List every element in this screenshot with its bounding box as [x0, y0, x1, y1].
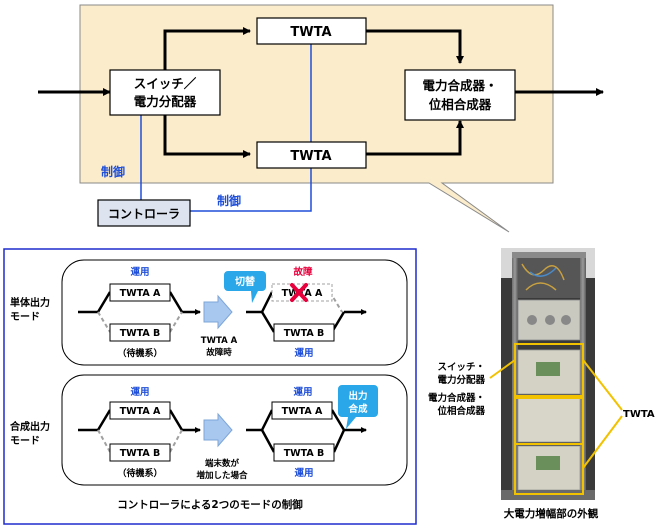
output-callout-line1: 出力	[348, 390, 367, 402]
single-condition-line1: TWTA A	[201, 336, 238, 346]
combiner-box: 電力合成器・ 位相合成器	[404, 69, 516, 121]
photo-label-switch-line1: スイッチ・	[437, 362, 485, 373]
combined-before-twta-b: TWTA B	[120, 448, 161, 459]
combined-mode-label-line2: モード	[10, 435, 40, 447]
photo-caption: 大電力増幅部の外観	[504, 507, 599, 520]
photo-leaders	[489, 359, 623, 469]
control-lines	[140, 44, 312, 212]
single-before-twta-a: TWTA A	[120, 288, 161, 299]
twta-lower-box: TWTA	[256, 141, 367, 169]
fault-x-icon	[290, 283, 308, 302]
controller-box: コントローラ	[97, 199, 191, 227]
combined-condition-line1: 端末数が	[205, 458, 240, 469]
combined-condition-line2: 増加した場合	[196, 470, 248, 481]
twta-lower-label: TWTA	[290, 149, 331, 164]
switch-callout: 切替	[224, 271, 266, 303]
photo-label-combiner-line2: 位相合成器	[437, 405, 485, 417]
combined-before-active: 運用	[130, 387, 149, 398]
switch-divider-line2: 電力分配器	[134, 94, 197, 109]
twta-upper-box: TWTA	[256, 17, 367, 45]
controller-label: コントローラ	[108, 207, 180, 221]
photo-label-switch-line2: 電力分配器	[437, 374, 485, 386]
control-label-left: 制御	[101, 164, 125, 179]
single-before-twta-b: TWTA B	[120, 328, 161, 339]
panel-background	[79, 4, 554, 233]
control-label-right: 制御	[217, 193, 241, 208]
combined-mode-label-line1: 合成出力	[9, 420, 50, 433]
single-after-twta-b: TWTA B	[284, 328, 325, 339]
switch-divider-box: スイッチ／ 電力分配器	[109, 69, 221, 116]
single-standby: （待機系）	[117, 347, 162, 359]
twta-upper-label: TWTA	[290, 25, 331, 40]
photo-label-combiner-line1: 電力合成器・	[428, 392, 485, 404]
single-mode-label-line2: モード	[10, 311, 40, 323]
combined-before-twta-a: TWTA A	[120, 406, 161, 417]
combiner-line1: 電力合成器・	[422, 78, 497, 93]
switch-divider-line1: スイッチ／	[134, 76, 197, 91]
photo-label-twta: TWTA	[623, 409, 655, 420]
combined-after-active-top: 運用	[293, 387, 312, 398]
signal-lines	[38, 27, 604, 158]
combiner-line2: 位相合成器	[429, 97, 492, 112]
equipment-photo	[501, 248, 595, 500]
combined-after-twta-b: TWTA B	[284, 448, 325, 459]
single-fault-label: 故障	[293, 266, 313, 278]
single-mode-section: 単体出力 モード 運用 TWTA A TWTA B （待機系） TWTA A 故…	[10, 259, 408, 366]
single-condition-line2: 故障時	[206, 347, 232, 358]
single-after-active: 運用	[294, 348, 313, 359]
modes-caption: コントローラによる2つのモードの制御	[117, 498, 303, 511]
combined-after-twta-a: TWTA A	[282, 406, 323, 417]
output-combine-callout: 出力 合成	[338, 385, 378, 429]
single-before-active: 運用	[130, 267, 149, 278]
single-mode-label-line1: 単体出力	[10, 296, 50, 309]
combined-mode-section: 合成出力 モード 運用 TWTA A TWTA B （待機系） 端末数が 増加し…	[9, 374, 408, 486]
output-callout-line2: 合成	[348, 403, 368, 415]
top-panel	[79, 4, 554, 233]
switch-callout-text: 切替	[235, 275, 256, 288]
combined-after-active-bottom: 運用	[294, 468, 313, 479]
combined-standby: （待機系）	[117, 467, 162, 479]
